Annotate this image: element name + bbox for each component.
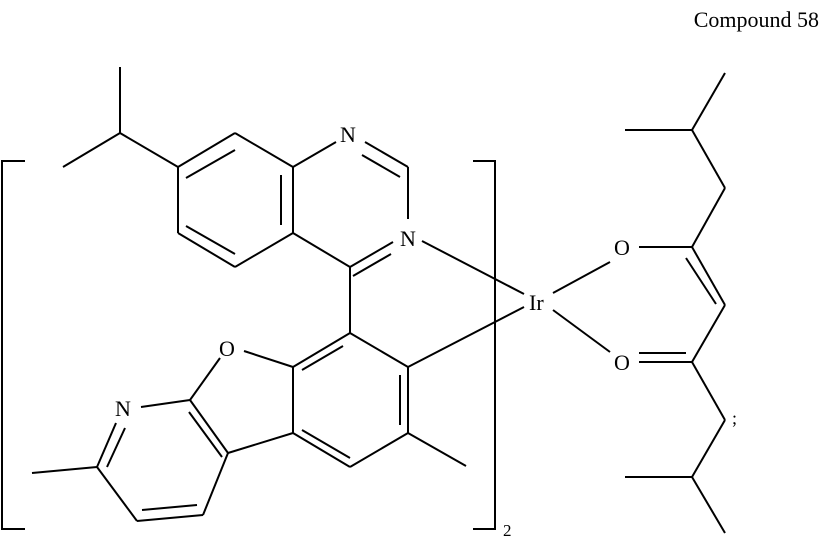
n-pyrimidine-coord: N — [400, 226, 416, 251]
compound-title: Compound 58 — [693, 7, 819, 32]
bracket-subscript: 2 — [503, 521, 512, 537]
methyl-lower-ring — [407, 432, 467, 467]
n-pyrimidine-top: N — [340, 122, 356, 147]
c-ir-bond — [407, 306, 525, 368]
acac-backbone — [639, 246, 726, 363]
methyl-pyridine — [31, 466, 98, 474]
benzofuran-benzene-ring — [292, 332, 409, 468]
ir-o-bottom-bond — [552, 309, 611, 353]
left-bracket — [1, 160, 25, 530]
o-acac-top: O — [614, 235, 630, 260]
isobutyl-bottom — [625, 361, 726, 534]
terminator-semicolon: ; — [732, 408, 737, 428]
isobutyl-top — [625, 72, 726, 248]
furan-ring — [188, 350, 294, 458]
ir-o-top-bond — [552, 261, 611, 294]
right-bracket — [473, 160, 496, 530]
o-acac-bottom: O — [614, 350, 630, 375]
pyridine-ring — [96, 399, 229, 522]
o-furan: O — [219, 336, 235, 361]
quinazoline-benzo-ring — [177, 132, 294, 268]
isopropyl-group — [62, 67, 179, 168]
n-ir-bond — [421, 240, 525, 295]
pyrimidine-ring — [292, 141, 409, 277]
n-pyridine: N — [115, 396, 131, 421]
iridium-atom: Ir — [529, 290, 544, 315]
